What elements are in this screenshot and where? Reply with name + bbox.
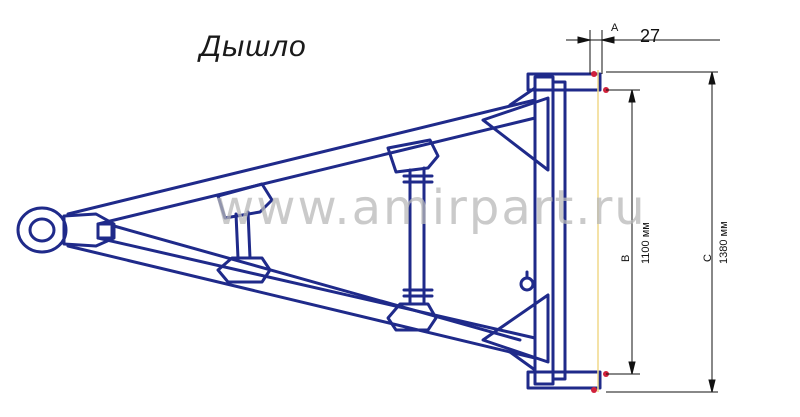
drawbar-frame bbox=[16, 72, 602, 390]
top-gusset bbox=[481, 96, 550, 172]
dim-a-value: 27 bbox=[640, 26, 661, 46]
dim-a-arrow-left bbox=[577, 36, 591, 44]
dim-b-arrow-bottom bbox=[628, 361, 636, 375]
front-cross-beam-inner bbox=[551, 80, 567, 381]
right-cross-clamp-bottom bbox=[402, 288, 434, 298]
lower-beam-outer bbox=[66, 244, 537, 360]
right-cross-member bbox=[408, 166, 426, 306]
grease-fitting bbox=[519, 276, 535, 292]
bottom-gusset bbox=[481, 293, 550, 364]
lower-beam-inner bbox=[96, 236, 537, 340]
dim-b-arrow-top bbox=[628, 89, 636, 103]
upper-beam-outer bbox=[66, 98, 537, 216]
right-lower-bracket bbox=[386, 302, 438, 332]
top-gusset-small bbox=[508, 86, 537, 107]
dim-c-arrow-bottom bbox=[708, 379, 716, 393]
coupling-block bbox=[62, 212, 116, 248]
watermark: www.amirpart.ru bbox=[215, 180, 647, 236]
dim-b-value: 1100 мм bbox=[640, 222, 652, 264]
coupling-nut bbox=[96, 222, 114, 240]
dim-c-value: 1380 мм bbox=[718, 221, 730, 264]
drawing-title: Дышло bbox=[200, 30, 307, 63]
right-cross-clamp-top bbox=[402, 174, 434, 184]
left-lower-bracket bbox=[216, 256, 272, 284]
towing-eye-hole bbox=[28, 217, 56, 243]
dim-a-label: A bbox=[611, 22, 619, 34]
bottom-gusset-small bbox=[508, 350, 537, 372]
left-cross-member bbox=[234, 210, 252, 260]
towing-eye bbox=[16, 206, 68, 254]
right-upper-bracket bbox=[386, 138, 440, 174]
dim-c-label: C bbox=[702, 254, 714, 262]
pin-marker-bottom-2 bbox=[591, 387, 597, 393]
dim-b-label: B bbox=[620, 254, 632, 262]
dimension-lines bbox=[566, 30, 720, 393]
inner-brace-upper bbox=[112, 224, 522, 342]
top-clamp-plate bbox=[526, 72, 602, 92]
dim-c-arrow-top bbox=[708, 71, 716, 85]
pin-marker-top-1 bbox=[591, 71, 597, 77]
dim-a-arrow-right bbox=[601, 36, 615, 44]
upper-beam-inner bbox=[96, 116, 537, 226]
bottom-clamp-plate bbox=[526, 370, 602, 390]
left-upper-bracket bbox=[216, 182, 274, 220]
